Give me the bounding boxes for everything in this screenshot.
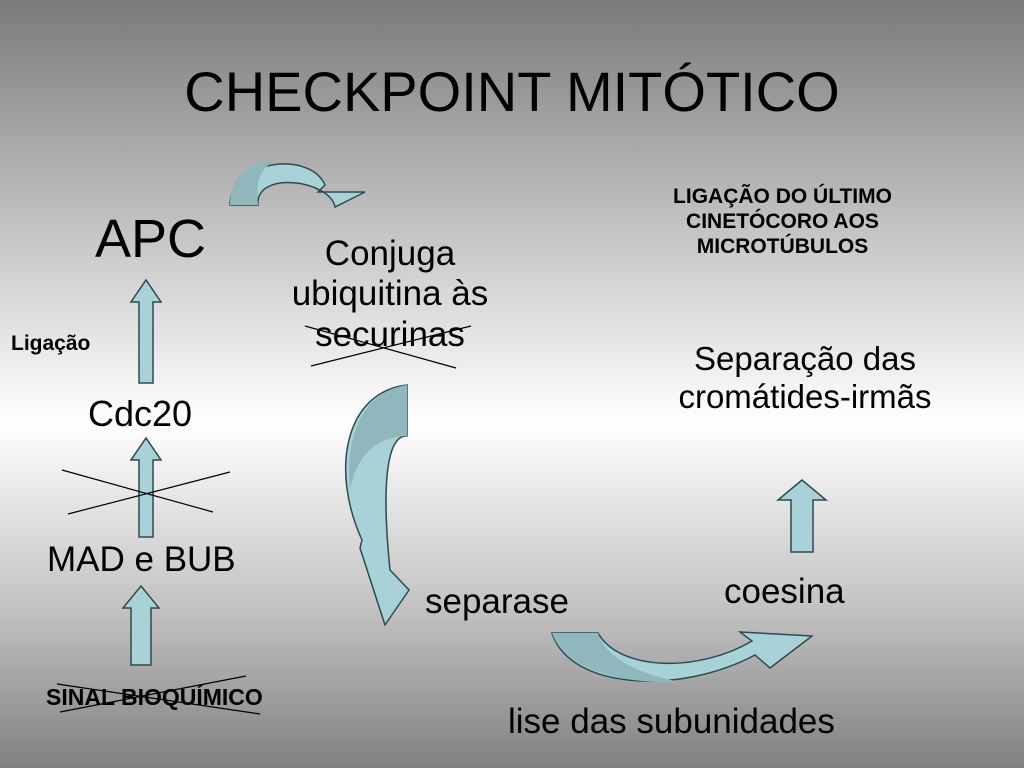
- cross-sinal: [56, 675, 261, 715]
- ligacao-ultimo-line-1: LIGAÇÃO DO ÚLTIMO: [673, 185, 892, 208]
- node-separacao: Separação das cromátides-irmãs: [640, 340, 970, 416]
- node-ligacao: Ligação: [11, 332, 91, 355]
- conjuga-line-1: Conjuga: [324, 234, 456, 273]
- curved-arrow-separase-shade: [552, 633, 680, 683]
- node-separase: separase: [425, 582, 569, 621]
- node-apc: APC: [95, 209, 207, 269]
- conjuga-line-3: securinas: [315, 314, 465, 354]
- separacao-line-2: cromátides-irmãs: [678, 377, 932, 415]
- cross-securinas: [304, 325, 472, 369]
- slide-title: CHECKPOINT MITÓTICO: [184, 60, 840, 123]
- ligacao-ultimo-line-2: CINETÓCORO AOS: [686, 210, 879, 234]
- node-mad-bub: MAD e BUB: [47, 540, 236, 579]
- node-cdc20: Cdc20: [88, 393, 193, 434]
- up-arrow-cdc20-to-apc: [129, 278, 163, 384]
- separacao-line-1: Separação das: [694, 340, 916, 377]
- node-coesina: coesina: [724, 572, 845, 611]
- node-lise: lise das subunidades: [508, 702, 835, 741]
- up-arrow-mad-to-cdc20: [129, 436, 163, 538]
- up-arrow-sinal-to-mad: [121, 584, 161, 666]
- node-ligacao-ultimo: LIGAÇÃO DO ÚLTIMO CINETÓCORO AOS MICROTÚ…: [630, 184, 935, 260]
- curved-arrow-conjuga-shade: [349, 385, 407, 490]
- ligacao-ultimo-line-3: MICROTÚBULOS: [696, 235, 869, 259]
- node-sinal-bioquimico: SINAL BIOQUÍMICO: [46, 684, 263, 710]
- cross-mad-cdc20: [61, 469, 231, 515]
- up-arrow-coesina-to-separacao: [775, 479, 829, 553]
- curved-arrow-apc-shade: [230, 160, 275, 205]
- conjuga-line-2: ubiquitina às: [291, 274, 489, 314]
- node-conjuga: Conjuga ubiquitina às securinas: [270, 234, 510, 355]
